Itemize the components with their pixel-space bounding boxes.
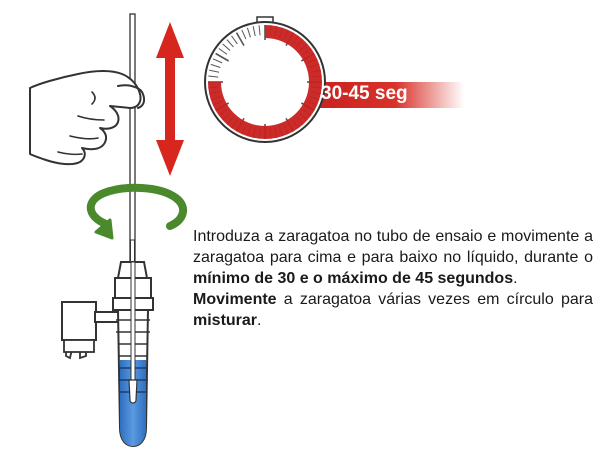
dial-tick — [252, 26, 256, 37]
stopwatch-icon — [204, 16, 464, 143]
dial-tick — [218, 48, 228, 55]
dial-tick — [215, 52, 230, 62]
dial-tick — [246, 27, 251, 38]
hand-icon — [29, 70, 146, 166]
rotate-arrow-icon — [86, 183, 188, 240]
instruction-1-text: Introduza a zaragatoa no tubo de ensaio … — [193, 228, 593, 266]
dial-tick — [226, 39, 234, 48]
instruction-2-end: . — [257, 312, 262, 329]
dial-tick — [235, 32, 245, 47]
instruction-2-verb: Movimente — [193, 291, 277, 308]
up-down-arrow-icon — [156, 22, 184, 176]
instruction-2-action: misturar — [193, 312, 258, 329]
timer-duration-label: 30-45 seg — [321, 83, 408, 104]
dial-tick — [210, 63, 221, 68]
instruction-2-text: a zaragatoa várias vezes em círculo para — [276, 291, 593, 308]
dial-tick — [209, 69, 220, 73]
dial-tick — [212, 58, 223, 64]
instruction-1-end: . — [513, 270, 518, 287]
instruction-paragraph-2: Movimente a zaragatoa várias vezes em cí… — [193, 289, 593, 331]
instruction-1-duration: mínimo de 30 e o máximo de 45 segundos — [193, 270, 514, 287]
instructions-text: Introduza a zaragatoa no tubo de ensaio … — [193, 226, 593, 331]
dial-tick — [241, 29, 247, 40]
dial-tick — [231, 35, 238, 45]
test-tube-icon — [61, 261, 154, 448]
dial-tick — [258, 25, 261, 36]
instruction-paragraph-1: Introduza a zaragatoa no tubo de ensaio … — [193, 226, 593, 289]
dial-tick — [222, 43, 231, 51]
dial-tick — [208, 75, 219, 78]
